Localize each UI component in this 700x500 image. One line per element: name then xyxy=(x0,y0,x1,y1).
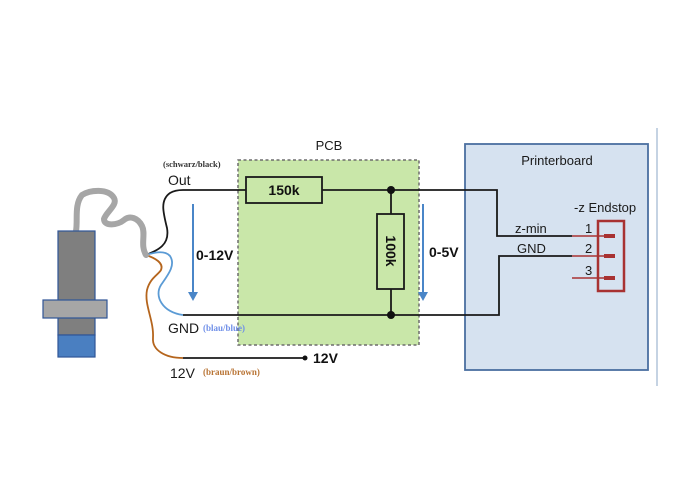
sensor-body xyxy=(57,230,96,336)
printerboard-title: Printerboard xyxy=(521,153,593,168)
printerboard-block: Printerboard -z Endstop xyxy=(464,143,649,371)
brown-lead xyxy=(145,254,184,359)
pin-3 xyxy=(604,276,615,280)
pb-gnd-label: GND xyxy=(517,241,546,256)
pin-1-number: 1 xyxy=(585,221,592,236)
gnd-color-note: (blau/blue) xyxy=(203,323,245,333)
endstop-connector: 1 2 3 xyxy=(572,219,626,293)
zmin-wire xyxy=(391,189,572,237)
input-voltage-label: 0-12V xyxy=(196,247,234,263)
input-voltage-arrow: 0-12V xyxy=(188,204,234,301)
input-arrow-head xyxy=(188,292,198,301)
output-arrow-head xyxy=(418,292,428,301)
r1-body xyxy=(245,176,323,204)
sensor-cable xyxy=(73,187,149,258)
junction-dot-top xyxy=(387,186,395,194)
pin-3-number: 3 xyxy=(585,263,592,278)
out-label: Out xyxy=(168,172,191,188)
12v-color-note: (braun/brown) xyxy=(203,367,260,377)
r2-label: 100k xyxy=(383,235,399,266)
r2-body xyxy=(376,213,405,290)
pin-2-number: 2 xyxy=(585,241,592,256)
pcb-title: PCB xyxy=(316,138,343,153)
endstop-title: -z Endstop xyxy=(574,200,636,215)
supply-12v-label: 12V xyxy=(313,350,339,366)
black-lead xyxy=(145,189,184,256)
r1-label: 150k xyxy=(268,182,299,198)
resistor-r1: 150k xyxy=(245,176,323,204)
12v-label: 12V xyxy=(170,365,196,381)
sensor-flange xyxy=(42,299,108,319)
12v-terminal-dot xyxy=(302,355,308,361)
gnd-wire xyxy=(183,255,572,316)
blue-lead xyxy=(145,251,184,316)
resistor-r2: 100k xyxy=(376,213,405,290)
sensor-leads xyxy=(145,189,184,359)
sensor-cap xyxy=(57,334,96,358)
output-voltage-arrow: 0-5V xyxy=(418,204,459,301)
printerboard-area xyxy=(464,143,649,371)
inductive-sensor xyxy=(42,230,108,358)
pin-1 xyxy=(604,234,615,238)
zmin-label: z-min xyxy=(515,221,547,236)
output-voltage-label: 0-5V xyxy=(429,244,459,260)
signal-wires xyxy=(183,189,572,359)
gnd-label: GND xyxy=(168,320,199,336)
junction-dot-bottom xyxy=(387,311,395,319)
pin-2 xyxy=(604,254,615,258)
out-color-note: (schwarz/black) xyxy=(163,159,221,169)
